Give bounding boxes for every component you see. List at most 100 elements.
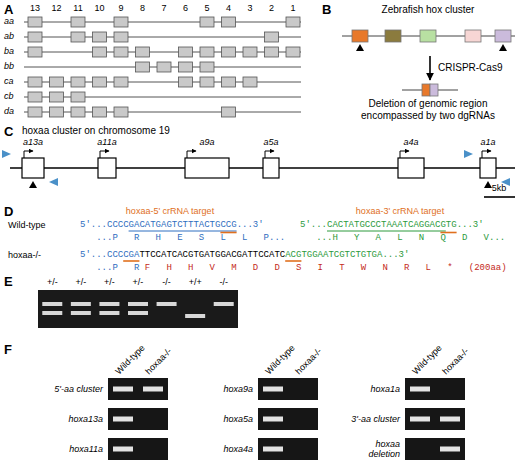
gel-bands — [258, 408, 318, 430]
gene-box — [28, 107, 42, 117]
gel-panel: 5'-aa cluster — [108, 378, 168, 400]
gene-box — [98, 158, 116, 178]
panel-letter: F — [4, 342, 12, 358]
gene-box — [222, 107, 236, 117]
gel-panel: hoxaa deletion — [405, 438, 465, 460]
gene-box — [50, 77, 64, 87]
cluster-name: ba — [4, 46, 14, 57]
promoter-arrow — [24, 151, 33, 158]
process-arrow — [429, 56, 431, 80]
gene-box — [420, 30, 436, 42]
gene-box — [28, 47, 42, 57]
gene-label: a9a — [199, 137, 214, 148]
lane-label: -/- — [219, 277, 228, 288]
gene-label: a11a — [97, 137, 116, 148]
gene-box — [200, 47, 214, 57]
gel-label: hoxa13a — [53, 414, 103, 424]
guide-marker — [484, 181, 492, 188]
gene-box — [93, 107, 107, 117]
gene-box — [352, 30, 368, 42]
column-header: hoxaa-/- — [143, 346, 174, 377]
gene-box — [398, 158, 424, 178]
gene-number: 5 — [204, 3, 209, 14]
gene-box — [222, 17, 236, 27]
column-header: Wild-type — [263, 343, 297, 377]
target-label: hoxaa-3' crRNA target — [356, 206, 444, 217]
gene-box — [71, 107, 85, 117]
target-underline — [129, 231, 237, 232]
guide-marker — [499, 44, 507, 51]
gel-bands — [405, 438, 465, 460]
gene-box — [136, 62, 150, 72]
panel-title: hoxaa cluster on chromosome 19 — [22, 125, 170, 137]
genotype-label: Wild-type — [8, 220, 46, 231]
gene-label: a4a — [403, 137, 418, 148]
protein-sequence: ...H Y A L N Q D V... — [316, 233, 505, 244]
gene-box — [179, 77, 193, 87]
chromosome-line — [24, 112, 301, 113]
gene-box — [114, 107, 128, 117]
promoter-arrow — [265, 151, 274, 158]
gene-box — [93, 77, 107, 87]
gel-label: 3'-aa cluster — [350, 414, 400, 424]
gel-label: hoxa1a — [350, 384, 400, 394]
column-header: Wild-type — [113, 343, 147, 377]
gene-box — [200, 77, 214, 87]
target-underline — [123, 260, 139, 262]
cluster-name: ab — [4, 31, 14, 42]
gel-label: 5'-aa cluster — [53, 384, 103, 394]
gene-number: 2 — [269, 3, 274, 14]
gene-box — [243, 77, 257, 87]
scale-label: 5kb — [492, 183, 507, 194]
gel-band — [143, 387, 163, 392]
gel-bands — [108, 408, 168, 430]
gene-box — [28, 32, 42, 42]
cluster-map — [24, 17, 301, 117]
gene-number: 3 — [247, 3, 252, 14]
gene-number: 13 — [30, 3, 40, 14]
gene-box — [200, 17, 214, 27]
gel-band — [113, 387, 133, 392]
protein-sequence: ...P R — [96, 263, 139, 274]
gel-label: hoxaa deletion — [350, 439, 400, 459]
gene-box — [243, 47, 257, 57]
gel-band — [42, 302, 62, 306]
gel-panel: hoxa11a — [108, 438, 168, 460]
gene-box — [93, 32, 107, 42]
gene-box — [465, 30, 481, 42]
panel-letter: E — [4, 274, 13, 290]
target-underline — [285, 260, 301, 262]
lane-label: +/+ — [189, 277, 202, 288]
locus-map — [2, 150, 515, 197]
gene-box — [157, 62, 171, 72]
gel-band — [99, 302, 119, 306]
gel-band — [128, 302, 148, 306]
gel-bands — [108, 438, 168, 460]
gel-band — [71, 311, 91, 315]
gel-bands — [405, 408, 465, 430]
chromosome-line — [24, 82, 301, 83]
column-header: hoxaa-/- — [440, 346, 471, 377]
gene-number: 4 — [226, 3, 231, 14]
arrow-label: CRISPR-Cas9 — [438, 62, 502, 74]
gene-box — [222, 77, 236, 87]
cluster-name: da — [4, 106, 14, 117]
gel-band — [113, 447, 133, 452]
gel-band — [185, 314, 205, 318]
gel-bands — [258, 438, 318, 460]
gel-label: hoxa9a — [203, 384, 253, 394]
primer-marker — [49, 178, 58, 186]
gene-label: a13a — [23, 137, 43, 148]
gel-band — [440, 447, 460, 452]
panel-letter: A — [4, 2, 13, 18]
panel-letter: C — [4, 124, 13, 140]
gene-number: 8 — [140, 3, 145, 14]
gel-bands — [405, 378, 465, 400]
gene-box — [114, 47, 128, 57]
gel-band — [263, 387, 283, 392]
gene-label: a5a — [263, 137, 278, 148]
gene-number: 12 — [51, 3, 61, 14]
promoter-arrow — [187, 151, 196, 158]
